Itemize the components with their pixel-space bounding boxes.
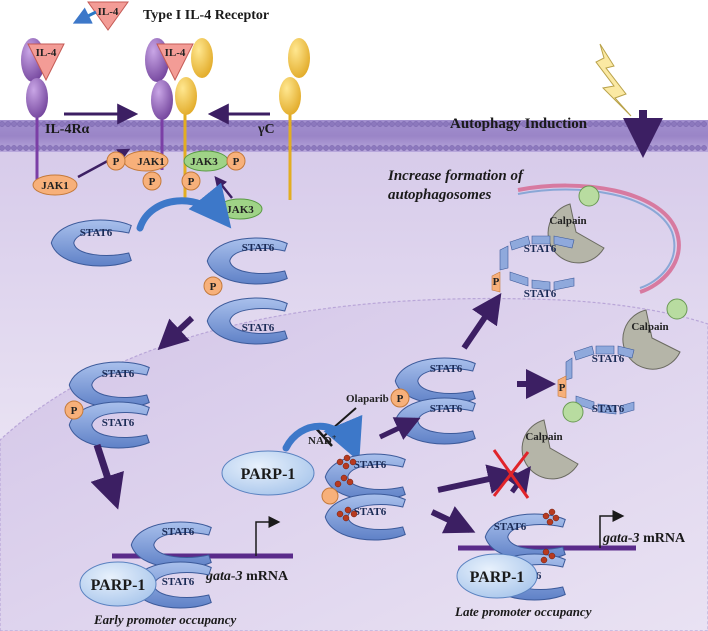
autophagosome-line1: Increase formation of xyxy=(387,168,525,184)
gammac-receptor-unbound xyxy=(279,38,310,115)
il4-ligand-left: IL-4 xyxy=(27,43,65,82)
svg-text:STAT6: STAT6 xyxy=(354,506,387,518)
svg-text:STAT6: STAT6 xyxy=(162,576,195,588)
dimer-translocation-arrow xyxy=(157,315,195,351)
svg-text:STAT6: STAT6 xyxy=(242,242,275,254)
svg-text:STAT6: STAT6 xyxy=(592,403,625,415)
svg-text:JAK3: JAK3 xyxy=(190,156,218,168)
phosphorylation-arrow xyxy=(136,182,232,232)
gata3-late-label: gata-3 mRNA xyxy=(602,531,686,546)
tss-arrow-late xyxy=(599,510,625,548)
phospho-jak3-b: P xyxy=(181,171,201,191)
svg-text:STAT6: STAT6 xyxy=(80,227,113,239)
svg-text:P: P xyxy=(188,176,195,188)
svg-text:STAT6: STAT6 xyxy=(524,243,557,255)
stat6-degraded-top: STAT6 STAT6 P xyxy=(491,235,575,300)
parp1-early: PARP-1 xyxy=(79,561,157,607)
autophagosome-membrane xyxy=(517,183,681,294)
degradation-arrow-top xyxy=(461,293,502,350)
svg-text:P: P xyxy=(233,156,240,168)
svg-text:STAT6: STAT6 xyxy=(162,526,195,538)
svg-text:IL-4: IL-4 xyxy=(165,47,186,59)
calpain-approach-arrow xyxy=(506,465,531,494)
svg-text:STAT6: STAT6 xyxy=(242,322,275,334)
svg-text:STAT6: STAT6 xyxy=(102,368,135,380)
svg-text:P: P xyxy=(149,176,156,188)
svg-text:P: P xyxy=(493,276,500,288)
gammac-label: γC xyxy=(257,122,275,137)
svg-text:P: P xyxy=(559,382,566,394)
jak3-bound: JAK3 xyxy=(183,150,229,172)
svg-text:STAT6: STAT6 xyxy=(524,288,557,300)
svg-text:PARP-1: PARP-1 xyxy=(470,569,525,586)
svg-text:JAK1: JAK1 xyxy=(137,156,165,168)
svg-text:Calpain: Calpain xyxy=(549,215,586,227)
receptor-title: Type I IL-4 Receptor xyxy=(143,8,269,23)
svg-text:STAT6: STAT6 xyxy=(494,521,527,533)
calpain-middle: Calpain xyxy=(622,298,688,370)
stat6-phospho-dimer-top: STAT6 STAT6 P xyxy=(203,237,288,345)
il4ra-label: IL-4Rα xyxy=(45,122,90,137)
svg-text:STAT6: STAT6 xyxy=(430,403,463,415)
svg-text:STAT6: STAT6 xyxy=(102,417,135,429)
ligand-binding-arrow xyxy=(72,7,97,24)
stat6-dimer-cytoplasm: STAT6 STAT6 P xyxy=(64,361,150,449)
early-occupancy-label: Early promoter occupancy xyxy=(93,612,236,627)
svg-text:PARP-1: PARP-1 xyxy=(241,466,296,483)
svg-text:JAK3: JAK3 xyxy=(226,204,254,216)
svg-text:Calpain: Calpain xyxy=(631,321,668,333)
svg-text:STAT6: STAT6 xyxy=(354,459,387,471)
il4-ligand-bound: IL-4 xyxy=(156,43,194,82)
blocked-x-icon xyxy=(492,449,530,499)
svg-text:IL-4: IL-4 xyxy=(36,47,57,59)
svg-text:P: P xyxy=(397,393,404,405)
nad-arrow xyxy=(282,414,363,462)
jak1-unbound: JAK1 xyxy=(32,174,78,196)
nuclear-entry-arrow xyxy=(90,443,124,510)
phospho-jak3-a: P xyxy=(226,151,246,171)
stat6-dimer-nucleus: STAT6 STAT6 P xyxy=(390,357,476,445)
svg-text:Calpain: Calpain xyxy=(525,431,562,443)
blocked-degradation-arrow xyxy=(437,464,518,494)
autophagosome-line2: autophagosomes xyxy=(388,187,492,203)
phospho-jak1-b: P xyxy=(142,171,162,191)
par-chain-icon xyxy=(334,454,358,522)
svg-text:P: P xyxy=(113,156,120,168)
svg-text:IL-4: IL-4 xyxy=(98,6,119,18)
parp1-late: PARP-1 xyxy=(456,553,538,599)
nad-label: NAD+ xyxy=(308,433,337,447)
svg-text:P: P xyxy=(71,405,78,417)
stat6-unphosphorylated: STAT6 xyxy=(50,219,132,267)
tss-arrow-early xyxy=(255,516,281,556)
svg-text:STAT6: STAT6 xyxy=(430,363,463,375)
gammac-receptor-bound xyxy=(175,38,213,115)
autophagy-induction-label: Autophagy Induction xyxy=(450,116,588,132)
gata3-early-label: gata-3 mRNA xyxy=(205,569,289,584)
stat6-dimer-early-promoter: STAT6 STAT6 xyxy=(130,521,212,609)
stat6-degraded-middle: STAT6 STAT6 P xyxy=(557,345,635,415)
phospho-jak1-a: P xyxy=(106,151,126,171)
calpain-bottom: Calpain xyxy=(521,401,584,480)
olaparib-label: Olaparib xyxy=(346,393,389,405)
il4-ligand-free: IL-4 xyxy=(87,1,129,31)
svg-text:JAK1: JAK1 xyxy=(41,180,69,192)
svg-text:PARP-1: PARP-1 xyxy=(91,577,146,594)
svg-text:STAT6: STAT6 xyxy=(592,353,625,365)
svg-text:P: P xyxy=(210,281,217,293)
parp-activation-arrow xyxy=(378,417,421,440)
late-binding-arrow xyxy=(430,506,476,534)
late-occupancy-label: Late promoter occupancy xyxy=(454,604,592,619)
parp1-center: PARP-1 xyxy=(221,450,315,496)
stat6-parylated-dimer: STAT6 STAT6 xyxy=(321,453,406,541)
jak1-bound: JAK1 xyxy=(123,150,169,172)
plasma-membrane xyxy=(0,120,708,152)
calpain-top: Calpain xyxy=(547,185,605,264)
lightning-bolt-icon xyxy=(595,43,632,117)
